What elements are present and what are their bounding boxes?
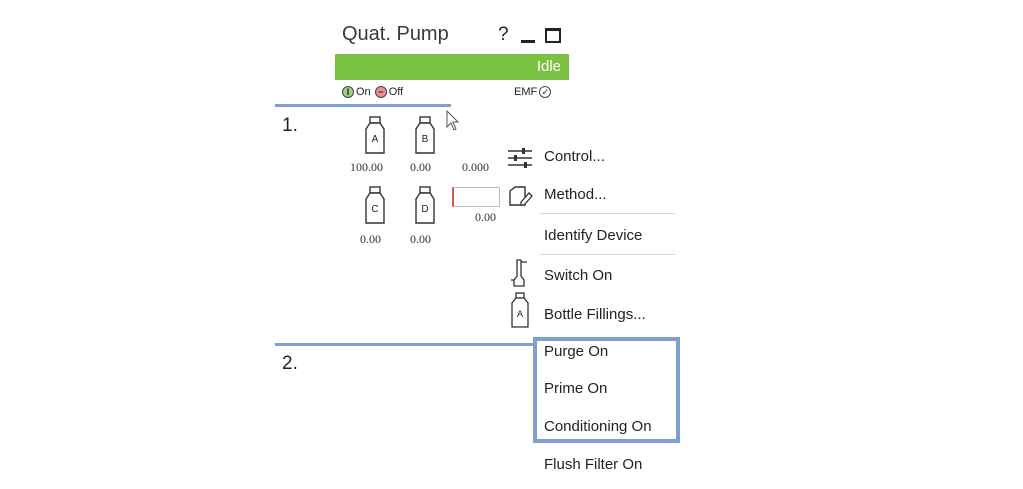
step-1-label: 1. — [282, 115, 298, 136]
svg-text:A: A — [372, 134, 379, 145]
status-bar[interactable]: Idle — [335, 54, 569, 80]
menu-method[interactable]: Method... — [544, 186, 607, 203]
bottle-a-value: 100.00 — [350, 160, 383, 174]
checkmark-icon: ✓ — [539, 86, 552, 98]
bottle-d[interactable]: D — [414, 186, 436, 229]
bottle-icon: C — [365, 186, 385, 224]
pump-switch-icon — [511, 259, 527, 287]
power-off-icon[interactable]: − — [374, 86, 387, 98]
flow-value: 0.000 — [462, 160, 489, 174]
menu-purge-on[interactable]: Purge On — [544, 343, 609, 360]
bottle-icon: A — [365, 116, 385, 154]
menu-separator — [540, 213, 675, 214]
power-on-icon[interactable]: I — [342, 86, 354, 98]
bottle-c-value: 0.00 — [360, 232, 381, 246]
bottle-d-value: 0.00 — [410, 232, 431, 246]
status-text: Idle — [536, 58, 561, 75]
maximize-button[interactable] — [545, 28, 561, 43]
svg-text:D: D — [421, 204, 428, 215]
sliders-icon — [508, 148, 532, 168]
emf-label: EMF — [514, 86, 538, 98]
help-button[interactable]: ? — [498, 24, 509, 45]
mouse-cursor-icon — [446, 110, 460, 131]
pressure-gauge — [452, 187, 500, 207]
highlight-box — [533, 337, 680, 443]
menu-switch-on[interactable]: Switch On — [544, 267, 613, 284]
pressure-value: 0.00 — [475, 210, 496, 224]
bottle-b-value: 0.00 — [410, 160, 431, 174]
power-on-label[interactable]: On — [356, 86, 371, 98]
bottle-icon: D — [415, 186, 435, 224]
svg-text:B: B — [422, 134, 429, 145]
bottle-c[interactable]: C — [364, 186, 386, 229]
menu-flush-filter-on[interactable]: Flush Filter On — [544, 456, 643, 473]
menu-bottle-fillings[interactable]: Bottle Fillings... — [544, 306, 646, 323]
svg-text:A: A — [517, 309, 523, 319]
menu-separator — [540, 254, 675, 255]
menu-prime-on[interactable]: Prime On — [544, 380, 608, 397]
bottle-a[interactable]: A — [364, 116, 386, 159]
bottle-b[interactable]: B — [414, 116, 436, 159]
menu-conditioning-on[interactable]: Conditioning On — [544, 418, 652, 435]
power-off-label[interactable]: Off — [388, 86, 404, 98]
svg-text:C: C — [371, 204, 378, 215]
bottle-icon: B — [415, 116, 435, 154]
menu-identify-device[interactable]: Identify Device — [544, 227, 643, 244]
step-2-label: 2. — [282, 353, 298, 374]
method-edit-icon — [509, 186, 533, 206]
emf-indicator: EMF ✓ — [514, 86, 552, 98]
step-2-line — [275, 343, 537, 346]
step-1-line — [275, 104, 451, 107]
menu-control[interactable]: Control... — [544, 148, 605, 165]
module-title: Quat. Pump — [342, 23, 449, 45]
power-controls: I On − Off — [342, 86, 403, 98]
bottle-icon: A — [511, 292, 529, 328]
minimize-button[interactable] — [521, 40, 535, 43]
